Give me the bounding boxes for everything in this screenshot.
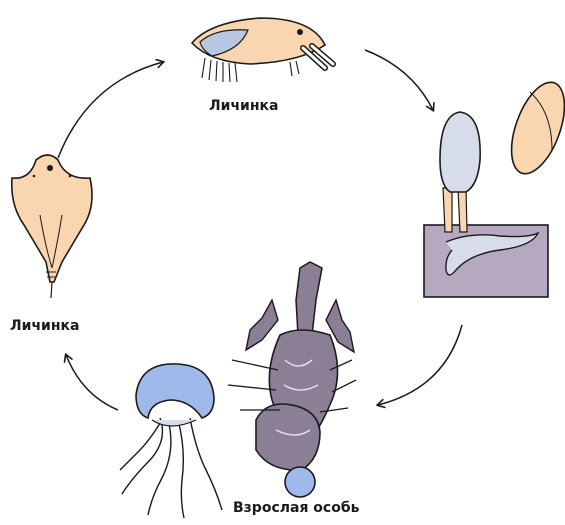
nauplius-larva-icon [12, 155, 92, 298]
adult-parasite-icon [228, 262, 356, 497]
cyprid-larva-icon [192, 18, 333, 82]
larva-label-left: Личинка [10, 318, 79, 334]
larva-label-top: Личинка [209, 98, 278, 114]
adult-label: Взрослая особь [233, 500, 359, 516]
jellyfish-host-icon [120, 364, 222, 518]
cycle-arrow-left-to-top [58, 62, 163, 158]
free-cyprid-icon [501, 75, 565, 180]
cycle-arrow-right-to-bottom [378, 325, 462, 405]
cycle-arrow-bottom-to-left [66, 355, 118, 410]
cycle-arrow-top-to-right [365, 50, 433, 110]
